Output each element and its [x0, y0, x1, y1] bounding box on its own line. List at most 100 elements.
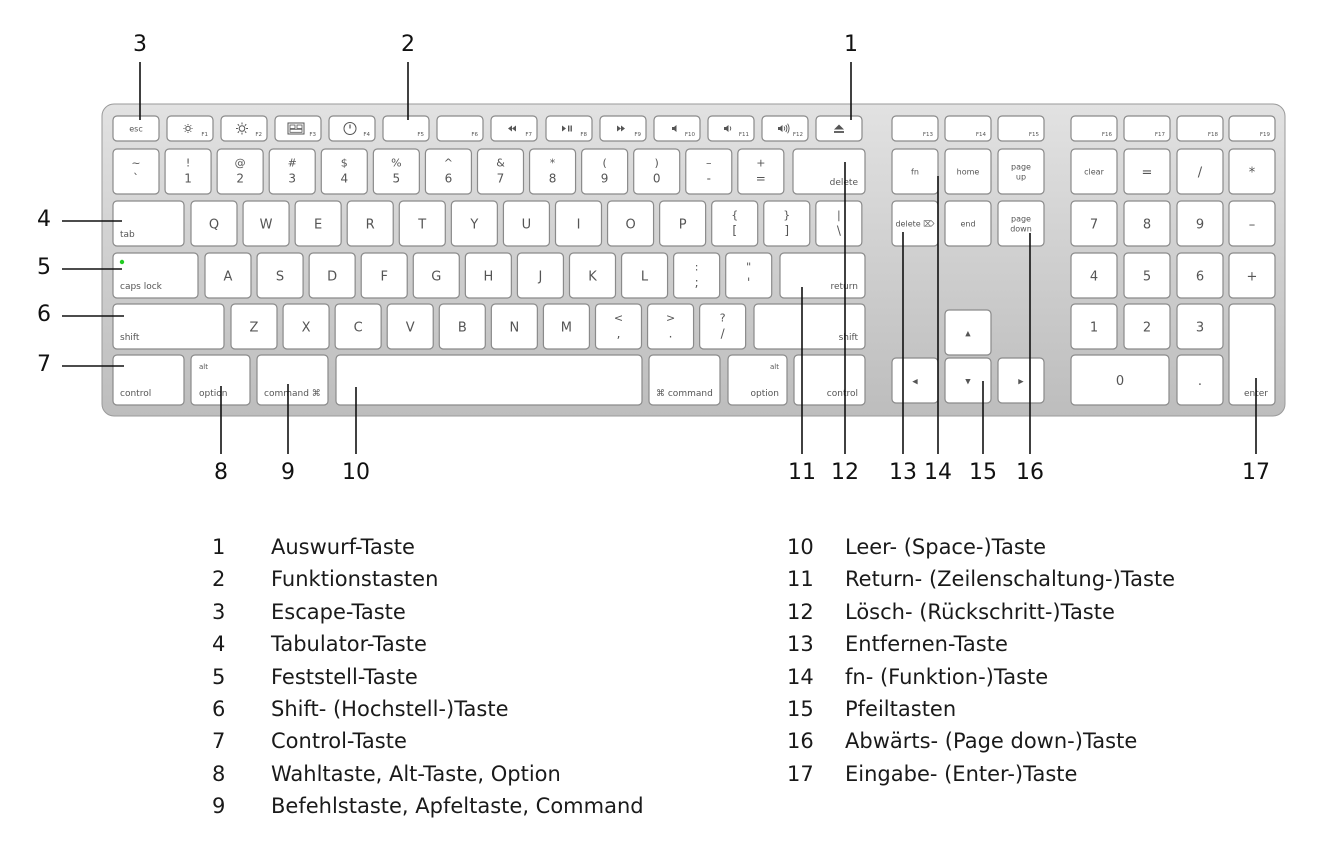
- key-o[interactable]: O: [606, 200, 655, 247]
- key-y[interactable]: Y: [450, 200, 498, 247]
- key-space[interactable]: [335, 354, 643, 406]
- key-0[interactable]: )0: [633, 148, 681, 195]
- key-np-star[interactable]: *: [1228, 148, 1276, 195]
- key-d[interactable]: D: [308, 252, 356, 299]
- key-a[interactable]: A: [204, 252, 252, 299]
- key-f3[interactable]: F3: [274, 115, 322, 142]
- key-np5[interactable]: 5: [1123, 252, 1171, 299]
- key-l[interactable]: L: [620, 252, 669, 299]
- key-9[interactable]: (9: [581, 148, 629, 195]
- key-np9[interactable]: 9: [1176, 200, 1224, 247]
- key-rcommand[interactable]: ⌘ command: [648, 354, 721, 406]
- key-lcontrol[interactable]: control: [112, 354, 185, 406]
- key-f14[interactable]: F14: [944, 115, 992, 142]
- key-r[interactable]: R: [346, 200, 394, 247]
- key-f19[interactable]: F19: [1228, 115, 1276, 142]
- key-comma[interactable]: <,: [594, 303, 643, 350]
- key-f[interactable]: F: [360, 252, 408, 299]
- key-n[interactable]: N: [490, 303, 538, 350]
- key-i[interactable]: I: [554, 200, 603, 247]
- key-f11[interactable]: F11: [707, 115, 755, 142]
- key-np-plus[interactable]: +: [1228, 252, 1276, 299]
- key-f6[interactable]: F6: [436, 115, 484, 142]
- key-lcommand[interactable]: command ⌘: [256, 354, 329, 406]
- key-tab[interactable]: tab: [112, 200, 185, 247]
- key-x[interactable]: X: [282, 303, 330, 350]
- key-u[interactable]: U: [502, 200, 551, 247]
- key-quote[interactable]: "': [725, 252, 773, 299]
- key-right[interactable]: ▶: [997, 357, 1045, 404]
- key-backslash[interactable]: |\: [815, 200, 863, 247]
- key-g[interactable]: G: [412, 252, 460, 299]
- key-np8[interactable]: 8: [1123, 200, 1171, 247]
- key-f4[interactable]: F4: [328, 115, 376, 142]
- key-p[interactable]: P: [659, 200, 707, 247]
- key-f10[interactable]: F10: [653, 115, 701, 142]
- key-lshift[interactable]: shift: [112, 303, 225, 350]
- key-6[interactable]: ^6: [424, 148, 473, 195]
- key-np0[interactable]: 0: [1070, 354, 1170, 406]
- key-clear[interactable]: clear: [1070, 148, 1118, 195]
- key-fn[interactable]: fn: [891, 148, 939, 195]
- key-7[interactable]: &7: [476, 148, 525, 195]
- key-2[interactable]: @2: [216, 148, 264, 195]
- key-np7[interactable]: 7: [1070, 200, 1118, 247]
- key-4[interactable]: $4: [320, 148, 368, 195]
- key-c[interactable]: C: [334, 303, 382, 350]
- key-1[interactable]: !1: [164, 148, 212, 195]
- key-f12[interactable]: F12: [761, 115, 809, 142]
- key-m[interactable]: M: [542, 303, 591, 350]
- key-8[interactable]: *8: [528, 148, 577, 195]
- key-5[interactable]: %5: [372, 148, 420, 195]
- key-rcontrol[interactable]: control: [793, 354, 866, 406]
- key-q[interactable]: Q: [190, 200, 238, 247]
- key-f7[interactable]: F7: [490, 115, 538, 142]
- key-end[interactable]: end: [944, 200, 992, 247]
- key-f1[interactable]: F1: [166, 115, 214, 142]
- key-np-dot[interactable]: .: [1176, 354, 1224, 406]
- key-esc[interactable]: esc: [112, 115, 160, 142]
- key-f13[interactable]: F13: [891, 115, 939, 142]
- key-np1[interactable]: 1: [1070, 303, 1118, 350]
- key-np3[interactable]: 3: [1176, 303, 1224, 350]
- key-return[interactable]: return: [779, 252, 866, 299]
- key-v[interactable]: V: [386, 303, 434, 350]
- key-rshift[interactable]: shift: [753, 303, 866, 350]
- key-left[interactable]: ◀: [891, 357, 939, 404]
- key-h[interactable]: H: [464, 252, 512, 299]
- key-t[interactable]: T: [398, 200, 446, 247]
- key-semicolon[interactable]: :;: [673, 252, 721, 299]
- key-fwddelete[interactable]: delete ⌦: [891, 200, 939, 247]
- key-w[interactable]: W: [242, 200, 290, 247]
- key-np2[interactable]: 2: [1123, 303, 1171, 350]
- key-f18[interactable]: F18: [1176, 115, 1224, 142]
- key-j[interactable]: J: [516, 252, 565, 299]
- key-home[interactable]: home: [944, 148, 992, 195]
- key-b[interactable]: B: [438, 303, 486, 350]
- key-f15[interactable]: F15: [997, 115, 1045, 142]
- key-f16[interactable]: F16: [1070, 115, 1118, 142]
- key-period[interactable]: >.: [646, 303, 695, 350]
- key-lbracket[interactable]: {[: [711, 200, 759, 247]
- key-np-enter[interactable]: enter: [1228, 303, 1276, 406]
- key-f9[interactable]: F9: [599, 115, 647, 142]
- key-down[interactable]: ▼: [944, 357, 992, 404]
- key-np-equal[interactable]: =: [1123, 148, 1171, 195]
- key-minus[interactable]: –-: [685, 148, 733, 195]
- key-np-slash[interactable]: /: [1176, 148, 1224, 195]
- key-f17[interactable]: F17: [1123, 115, 1171, 142]
- key-up[interactable]: ▲: [944, 309, 992, 356]
- key-e[interactable]: E: [294, 200, 342, 247]
- key-3[interactable]: #3: [268, 148, 316, 195]
- key-s[interactable]: S: [256, 252, 304, 299]
- key-f8[interactable]: F8: [545, 115, 593, 142]
- key-np4[interactable]: 4: [1070, 252, 1118, 299]
- key-z[interactable]: Z: [230, 303, 278, 350]
- key-tilde[interactable]: ~`: [112, 148, 160, 195]
- key-f5[interactable]: F5: [382, 115, 430, 142]
- key-slash[interactable]: ?/: [699, 303, 747, 350]
- key-caps[interactable]: caps lock: [112, 252, 199, 299]
